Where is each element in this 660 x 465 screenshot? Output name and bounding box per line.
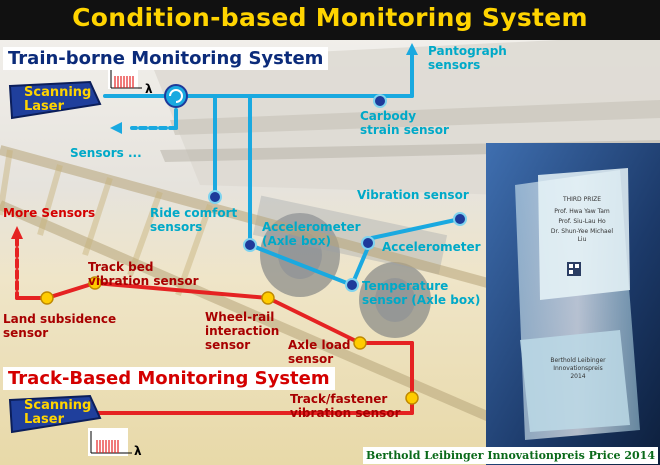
train-spectrum-icon	[108, 67, 142, 89]
accelerometer-axle-box-label: Accelerometer (Axle box)	[262, 220, 361, 248]
track-bed-vibration-sensor-label: Track bed vibration sensor	[88, 260, 199, 288]
base-line-1: Berthold Leibinger	[550, 357, 606, 364]
track-bed-node	[88, 276, 102, 290]
wheel-rail-interaction-sensor-label: Wheel-rail interaction sensor	[205, 310, 280, 352]
train-lambda-label: λ	[145, 82, 153, 96]
plaque-line-5: Liu	[578, 236, 587, 243]
track-laser-label: Scanning Laser	[24, 398, 92, 427]
train-laser-label: Scanning Laser	[24, 85, 92, 114]
track-spectrum-icon	[88, 428, 132, 456]
page-title: Condition-based Monitoring System	[72, 3, 588, 32]
land-subsidence-sensor-label: Land subsidence sensor	[3, 312, 117, 340]
optical-circulator-icon	[164, 84, 188, 108]
plaque-line-3: Prof. Siu-Lau Ho	[558, 218, 606, 225]
ride-comfort-node	[208, 190, 222, 204]
vibration-node	[453, 212, 467, 226]
title-bar	[0, 0, 660, 40]
carbody-sensor-node	[373, 94, 387, 108]
track-system-label: Track-Based Monitoring System	[3, 367, 335, 390]
pantograph-sensors-label: Pantograph sensors	[428, 44, 507, 72]
accelerometer-node	[361, 236, 375, 250]
wheel-rail-node	[261, 291, 275, 305]
accelerometer-label: Accelerometer	[382, 240, 481, 254]
plaque-line-2: Prof. Hwa Yaw Tam	[554, 208, 610, 215]
axle-load-sensor-label: Axle load sensor	[288, 338, 351, 366]
plaque-line-1: THIRD PRIZE	[562, 196, 601, 203]
temperature-node	[345, 278, 359, 292]
axle-load-node	[353, 336, 367, 350]
base-line-3: 2014	[570, 373, 585, 380]
temperature-sensor-label: Temperature sensor (Axle box)	[362, 279, 481, 307]
track-fastener-vibration-sensor-label: Track/fastener vibration sensor	[290, 392, 401, 420]
vibration-sensor-label: Vibration sensor	[357, 188, 469, 202]
accelerometer-axle-node	[243, 238, 257, 252]
award-caption: Berthold Leibinger Innovationpreis Price…	[363, 447, 658, 464]
track-scanning-laser-box	[8, 394, 102, 434]
land-subsidence-node	[40, 291, 54, 305]
carbody-strain-sensor-label: Carbody strain sensor	[360, 109, 449, 137]
more-sensors-label: More Sensors	[3, 206, 96, 220]
sensors-more-label: Sensors ...	[70, 146, 142, 160]
track-fastener-node	[405, 391, 419, 405]
ride-comfort-sensors-label: Ride comfort sensors	[150, 206, 238, 234]
track-lambda-label: λ	[134, 444, 142, 458]
plaque-line-4: Dr. Shun-Yee Michael	[551, 228, 613, 235]
track-network-lines	[15, 236, 414, 415]
base-line-2: Innovationspreis	[553, 365, 603, 372]
train-system-label: Train-borne Monitoring System	[3, 47, 329, 70]
train-scanning-laser-box	[8, 80, 102, 120]
